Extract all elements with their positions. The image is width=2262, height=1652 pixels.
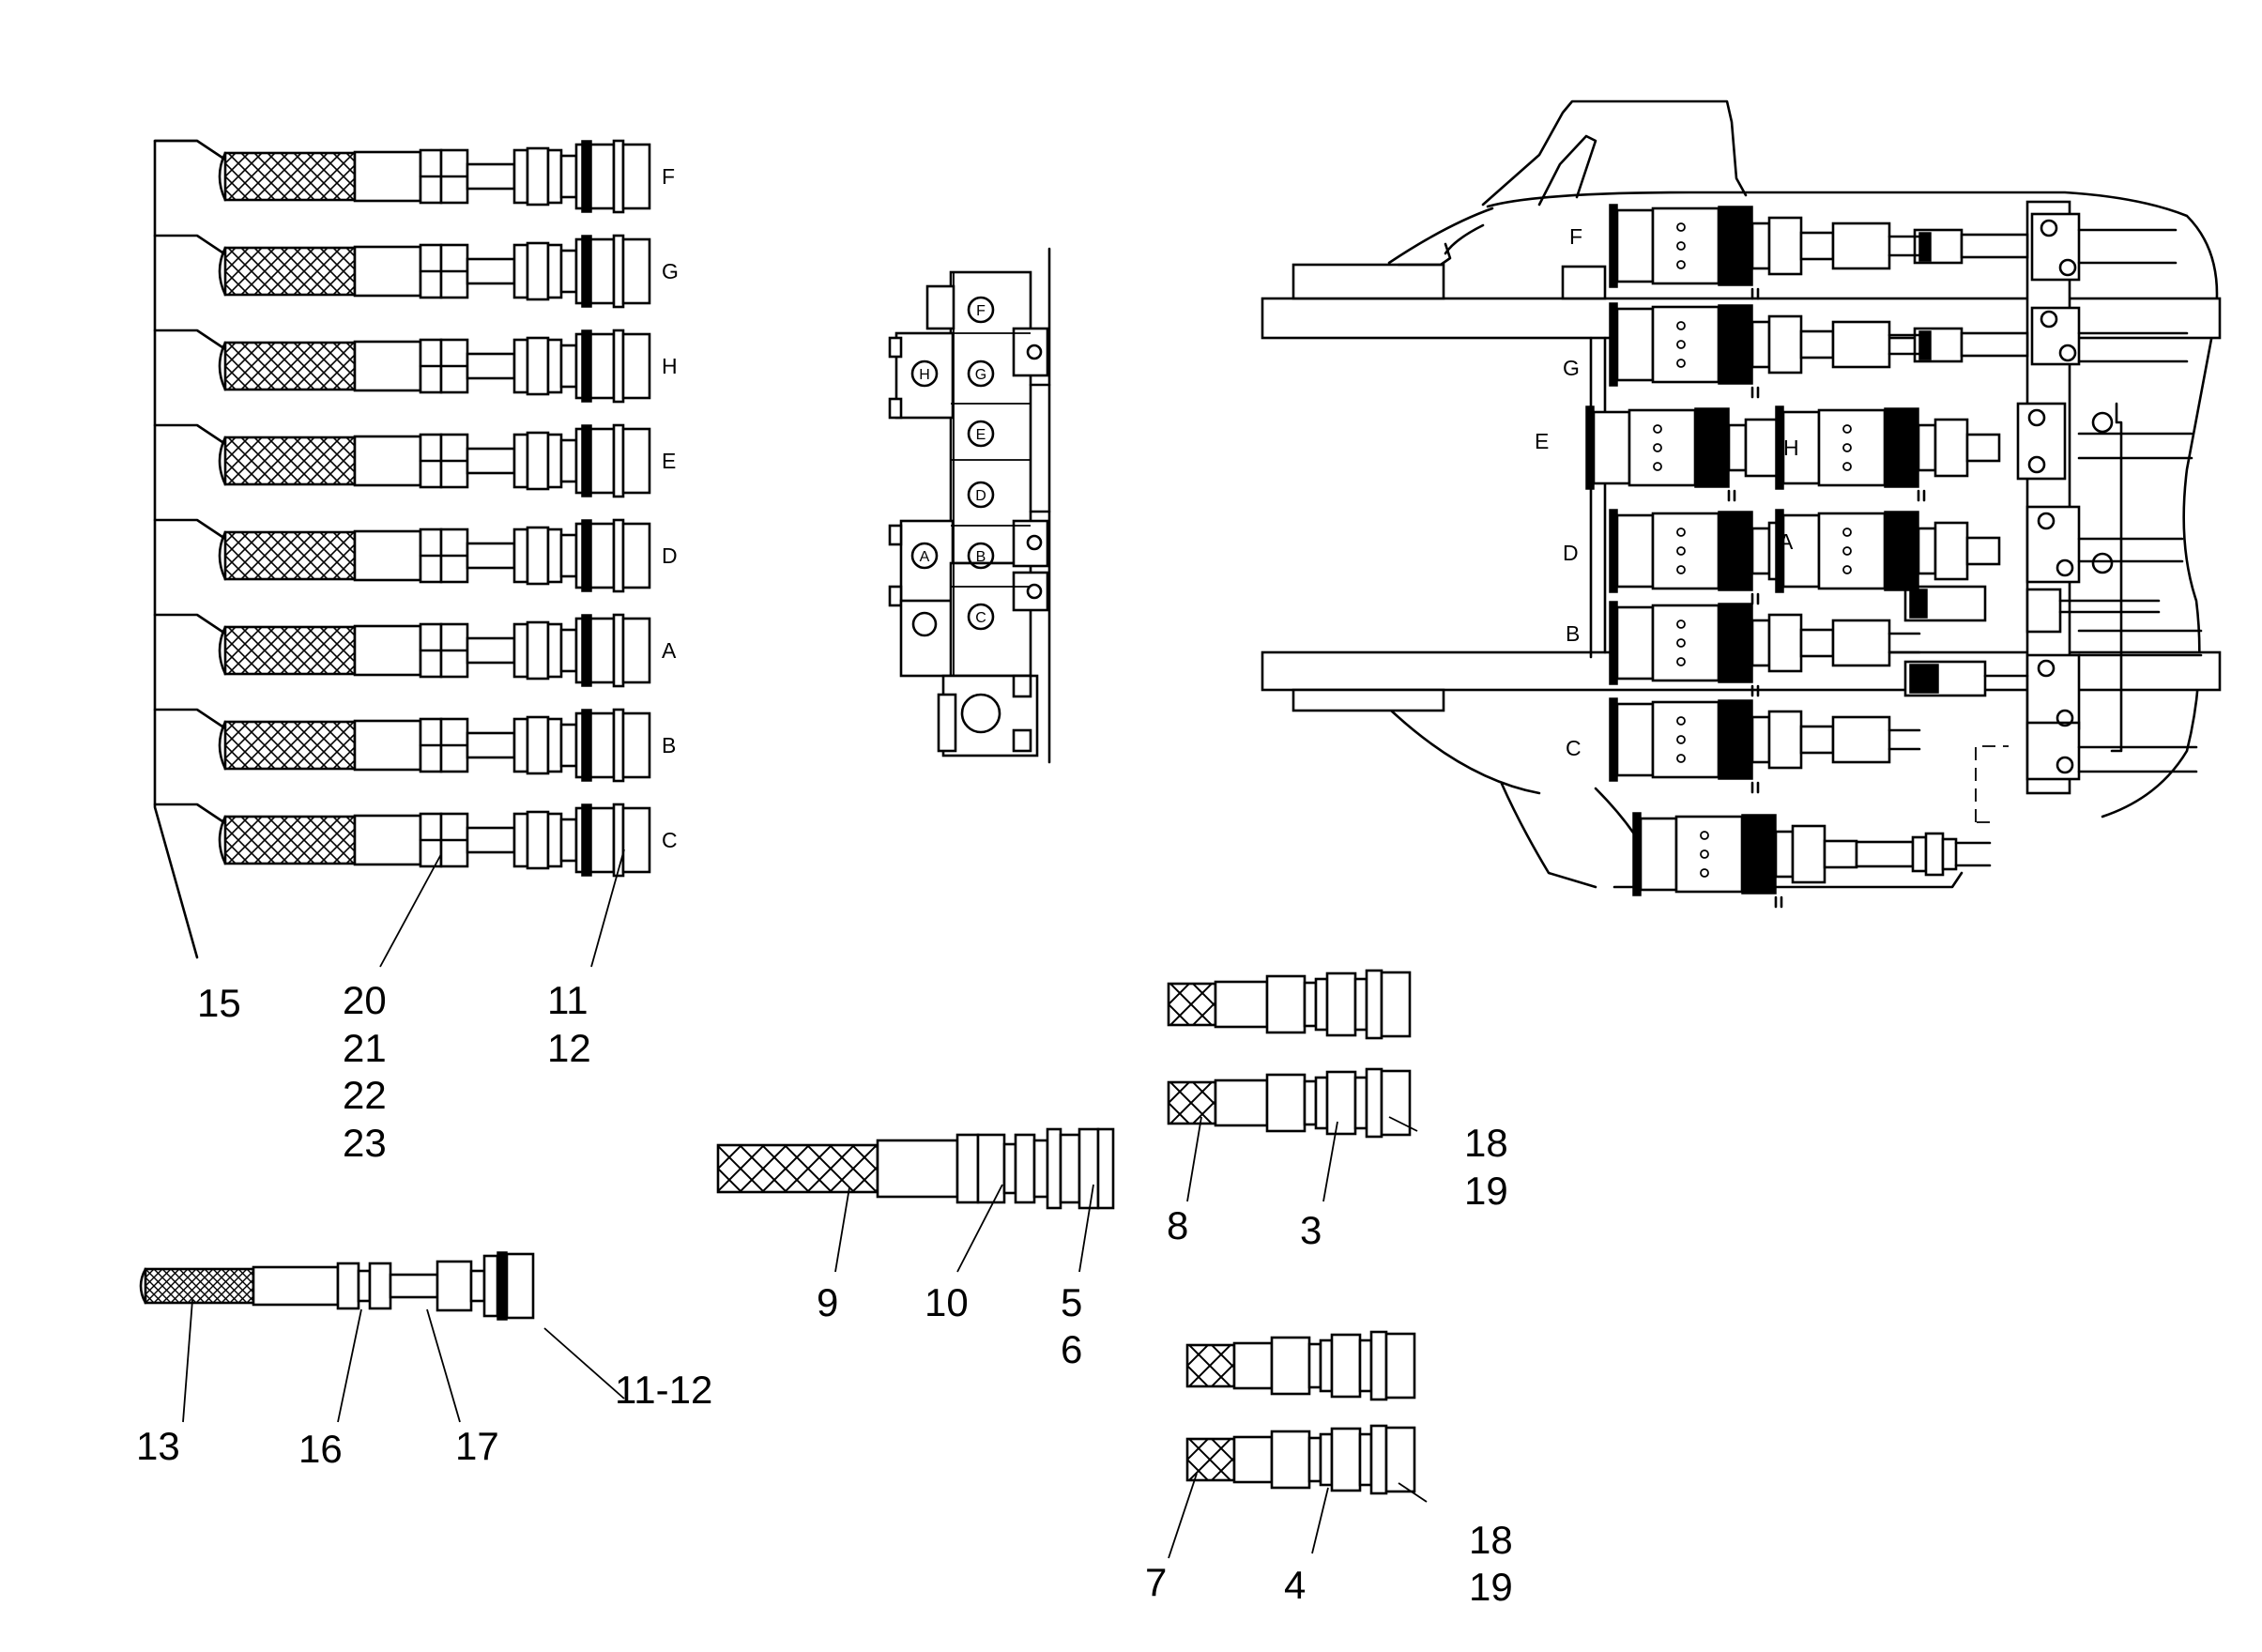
callout-19-bottom: 19 bbox=[1469, 1565, 1513, 1609]
machine-port-B: B bbox=[1566, 621, 1580, 646]
manifold-port-label: A bbox=[920, 549, 930, 565]
manifold-port-E: E bbox=[967, 420, 995, 448]
machine-coupler bbox=[1774, 405, 2001, 502]
manifold-port-label: B bbox=[976, 549, 986, 565]
manifold-port-label: E bbox=[976, 427, 986, 443]
callout-4: 4 bbox=[1284, 1563, 1306, 1607]
callout-11: 11 bbox=[547, 978, 588, 1022]
callout-6: 6 bbox=[1061, 1327, 1082, 1371]
callouts-bottom-left: 13 16 17 11-12 bbox=[136, 1299, 712, 1471]
hose-assembly-9 bbox=[716, 1127, 1115, 1210]
leader-20 bbox=[379, 853, 442, 968]
machine-coupler bbox=[1608, 301, 1921, 399]
hose-row-E: E bbox=[153, 423, 676, 498]
callout-17: 17 bbox=[455, 1424, 499, 1468]
hose-row-B: B bbox=[153, 708, 676, 783]
machine-port-E: E bbox=[1535, 429, 1549, 453]
machine-port-G: G bbox=[1563, 356, 1580, 380]
machine-port-H: H bbox=[1783, 436, 1799, 460]
hose-row-letter: H bbox=[662, 354, 678, 378]
manifold-port-C: C bbox=[967, 603, 995, 631]
hose-row-letter: F bbox=[662, 164, 675, 189]
small-hose-assemblies bbox=[1167, 969, 1416, 1495]
manifold-port-A: A bbox=[910, 542, 939, 570]
hose-row-D: D bbox=[153, 518, 678, 593]
hose-assembly-13 bbox=[139, 1251, 535, 1321]
callout-3: 3 bbox=[1300, 1208, 1322, 1252]
callout-11-12: 11-12 bbox=[615, 1368, 712, 1412]
hose-row-H: H bbox=[153, 329, 678, 404]
callout-10: 10 bbox=[925, 1280, 969, 1324]
callout-18-bottom: 18 bbox=[1469, 1518, 1513, 1562]
hose-row-letter: E bbox=[662, 449, 676, 473]
hose-row-C: C bbox=[153, 803, 678, 878]
callout-18-top: 18 bbox=[1464, 1121, 1508, 1165]
manifold-port-H: H bbox=[910, 359, 939, 388]
machine-port-A: A bbox=[1779, 529, 1794, 554]
callout-5: 5 bbox=[1061, 1280, 1082, 1324]
hose-row-letter: B bbox=[662, 733, 676, 757]
machine-port-D: D bbox=[1563, 541, 1579, 565]
leader-15-bracket bbox=[153, 139, 199, 959]
callout-21: 21 bbox=[343, 1026, 387, 1070]
manifold-port-label: F bbox=[976, 303, 986, 319]
manifold-port-label: D bbox=[975, 488, 986, 504]
hose-row-G: G bbox=[153, 234, 679, 309]
machine-coupler bbox=[1608, 600, 1921, 697]
manifold-port-label: C bbox=[975, 610, 986, 626]
hose-row-A: A bbox=[153, 613, 677, 688]
hose-row-group: F G H E D A B C bbox=[153, 139, 679, 959]
callout-7: 7 bbox=[1145, 1560, 1167, 1604]
machine-coupler bbox=[1608, 203, 1921, 300]
callout-22: 22 bbox=[343, 1073, 387, 1117]
manifold-port-B: B bbox=[967, 542, 995, 570]
machine-port-F: F bbox=[1569, 224, 1582, 249]
small-hose-assembly bbox=[1185, 1424, 1416, 1495]
manifold-port-D: D bbox=[967, 481, 995, 509]
machine-port-C: C bbox=[1566, 736, 1582, 760]
callouts-bottom-middle: 9 10 5 6 bbox=[817, 1184, 1094, 1371]
callout-19-top: 19 bbox=[1464, 1169, 1508, 1213]
callout-13: 13 bbox=[136, 1424, 180, 1468]
manifold-port-label: H bbox=[919, 367, 930, 383]
hose-row-letter: G bbox=[662, 259, 679, 283]
small-hose-assembly bbox=[1167, 969, 1412, 1040]
hose-row-F: F bbox=[153, 139, 675, 214]
hose-row-letter: A bbox=[662, 638, 677, 663]
callout-12: 12 bbox=[547, 1026, 591, 1070]
callout-23: 23 bbox=[343, 1121, 387, 1165]
leader-11 bbox=[590, 849, 625, 968]
callout-16: 16 bbox=[298, 1427, 343, 1471]
hose-row-letter: C bbox=[662, 828, 678, 852]
small-hose-assembly bbox=[1167, 1067, 1412, 1139]
manifold-port-label: G bbox=[975, 367, 986, 383]
manifold-port-F: F bbox=[967, 296, 995, 324]
callout-9: 9 bbox=[817, 1280, 838, 1324]
machine-view: F G E H D A B C bbox=[1261, 99, 2222, 909]
callout-8: 8 bbox=[1167, 1203, 1188, 1247]
small-hose-assembly bbox=[1185, 1330, 1416, 1401]
callouts-bottom-right: 8 3 18 19 7 4 18 19 bbox=[1145, 1116, 1513, 1609]
hose-row-letter: D bbox=[662, 543, 678, 568]
callout-15: 15 bbox=[197, 981, 241, 1025]
left-callouts: 15 20 21 22 23 11 12 bbox=[197, 849, 625, 1165]
callout-20: 20 bbox=[343, 978, 387, 1022]
manifold-port-G: G bbox=[967, 359, 995, 388]
machine-coupler bbox=[1608, 696, 1921, 794]
manifold-block: F H G E D A B C bbox=[888, 247, 1051, 764]
